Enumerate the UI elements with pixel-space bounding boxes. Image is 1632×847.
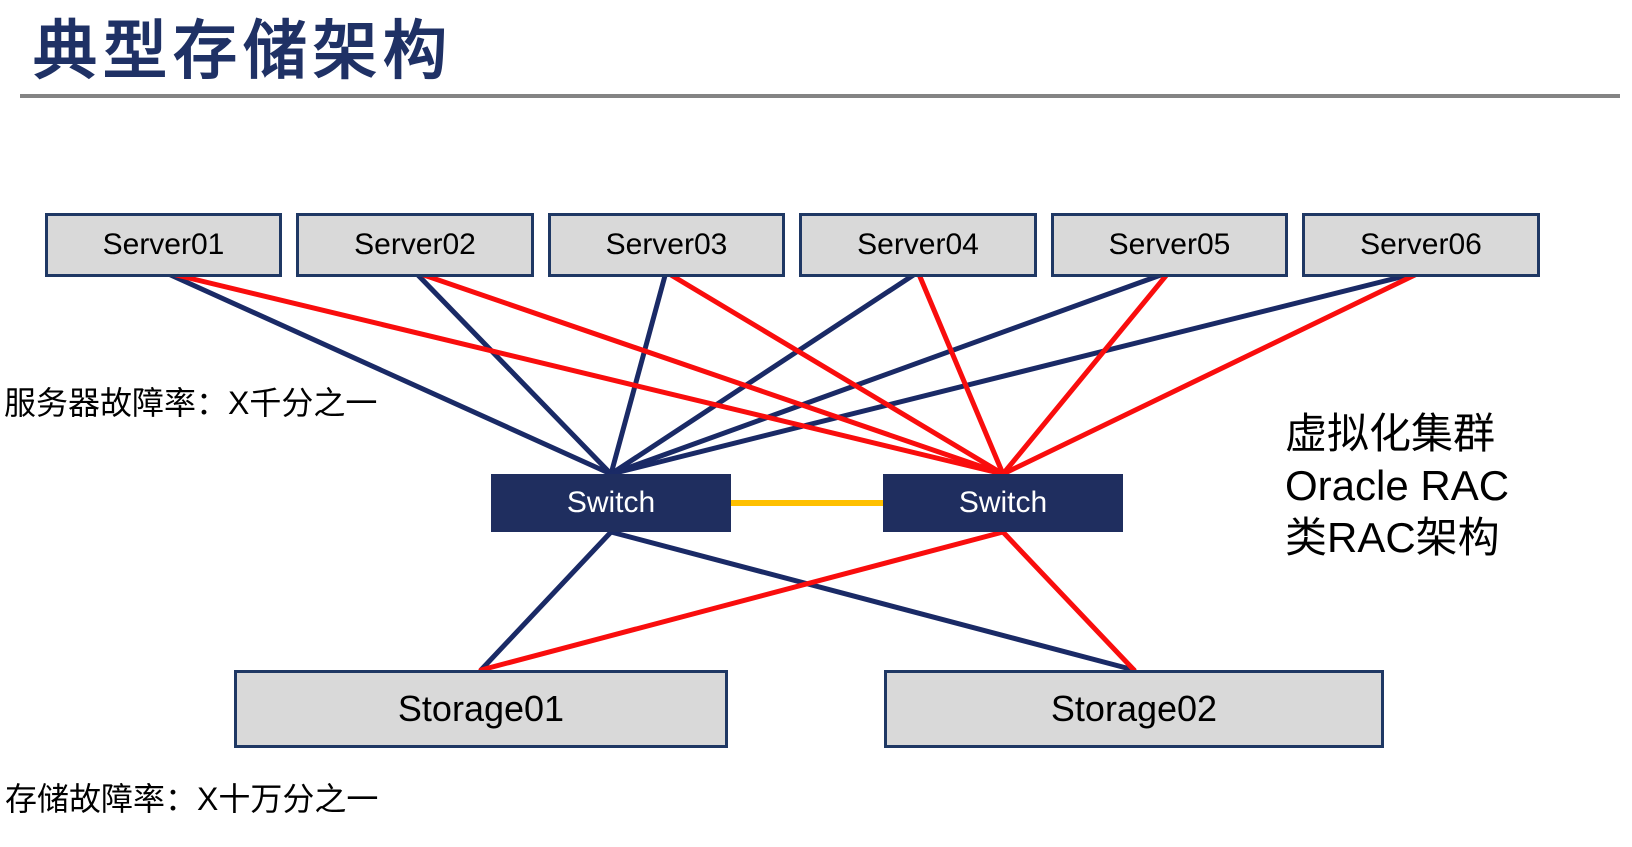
server05-node: Server05 — [1051, 213, 1288, 277]
edge-server05-switch1 — [608, 269, 1172, 477]
server06-node: Server06 — [1302, 213, 1540, 277]
server04-node: Server04 — [799, 213, 1037, 277]
server03-node: Server03 — [548, 213, 785, 277]
page-title: 典型存储架构 — [33, 15, 453, 87]
switch2-node: Switch — [883, 474, 1123, 532]
edge-server03-switch2 — [663, 269, 1006, 477]
edge-server02-switch2 — [412, 269, 1006, 477]
annotation-line-3: 类RAC架构 — [1285, 514, 1500, 561]
annotation-line-2: Oracle RAC — [1285, 462, 1510, 509]
edge-server04-switch2 — [915, 269, 1006, 477]
storage01-node: Storage01 — [234, 670, 728, 748]
edge-server03-switch1 — [608, 269, 669, 477]
edge-server02-switch1 — [412, 269, 614, 477]
server01-node: Server01 — [45, 213, 282, 277]
edge-server01-switch2 — [161, 269, 1006, 477]
server02-node: Server02 — [296, 213, 534, 277]
storage02-node: Storage02 — [884, 670, 1384, 748]
edge-switch2-storage01 — [478, 529, 1006, 673]
edge-server01-switch1 — [161, 269, 614, 477]
storage-failure-rate-label: 存储故障率：X十万分之一 — [5, 781, 379, 817]
edge-switch2-storage02 — [1000, 529, 1137, 673]
edge-server06-switch1 — [608, 269, 1424, 477]
annotation-line-1: 虚拟化集群 — [1285, 410, 1496, 457]
cluster-annotation: 虚拟化集群 Oracle RAC 类RAC架构 — [1285, 408, 1509, 564]
server-failure-rate-label: 服务器故障率：X千分之一 — [4, 385, 378, 421]
edge-switch1-storage02 — [608, 529, 1137, 673]
switch1-node: Switch — [491, 474, 731, 532]
edge-server05-switch2 — [1000, 269, 1172, 477]
edge-switch1-storage01 — [478, 529, 614, 673]
edge-server06-switch2 — [1000, 269, 1424, 477]
edge-server04-switch1 — [608, 269, 921, 477]
title-divider — [20, 94, 1620, 98]
